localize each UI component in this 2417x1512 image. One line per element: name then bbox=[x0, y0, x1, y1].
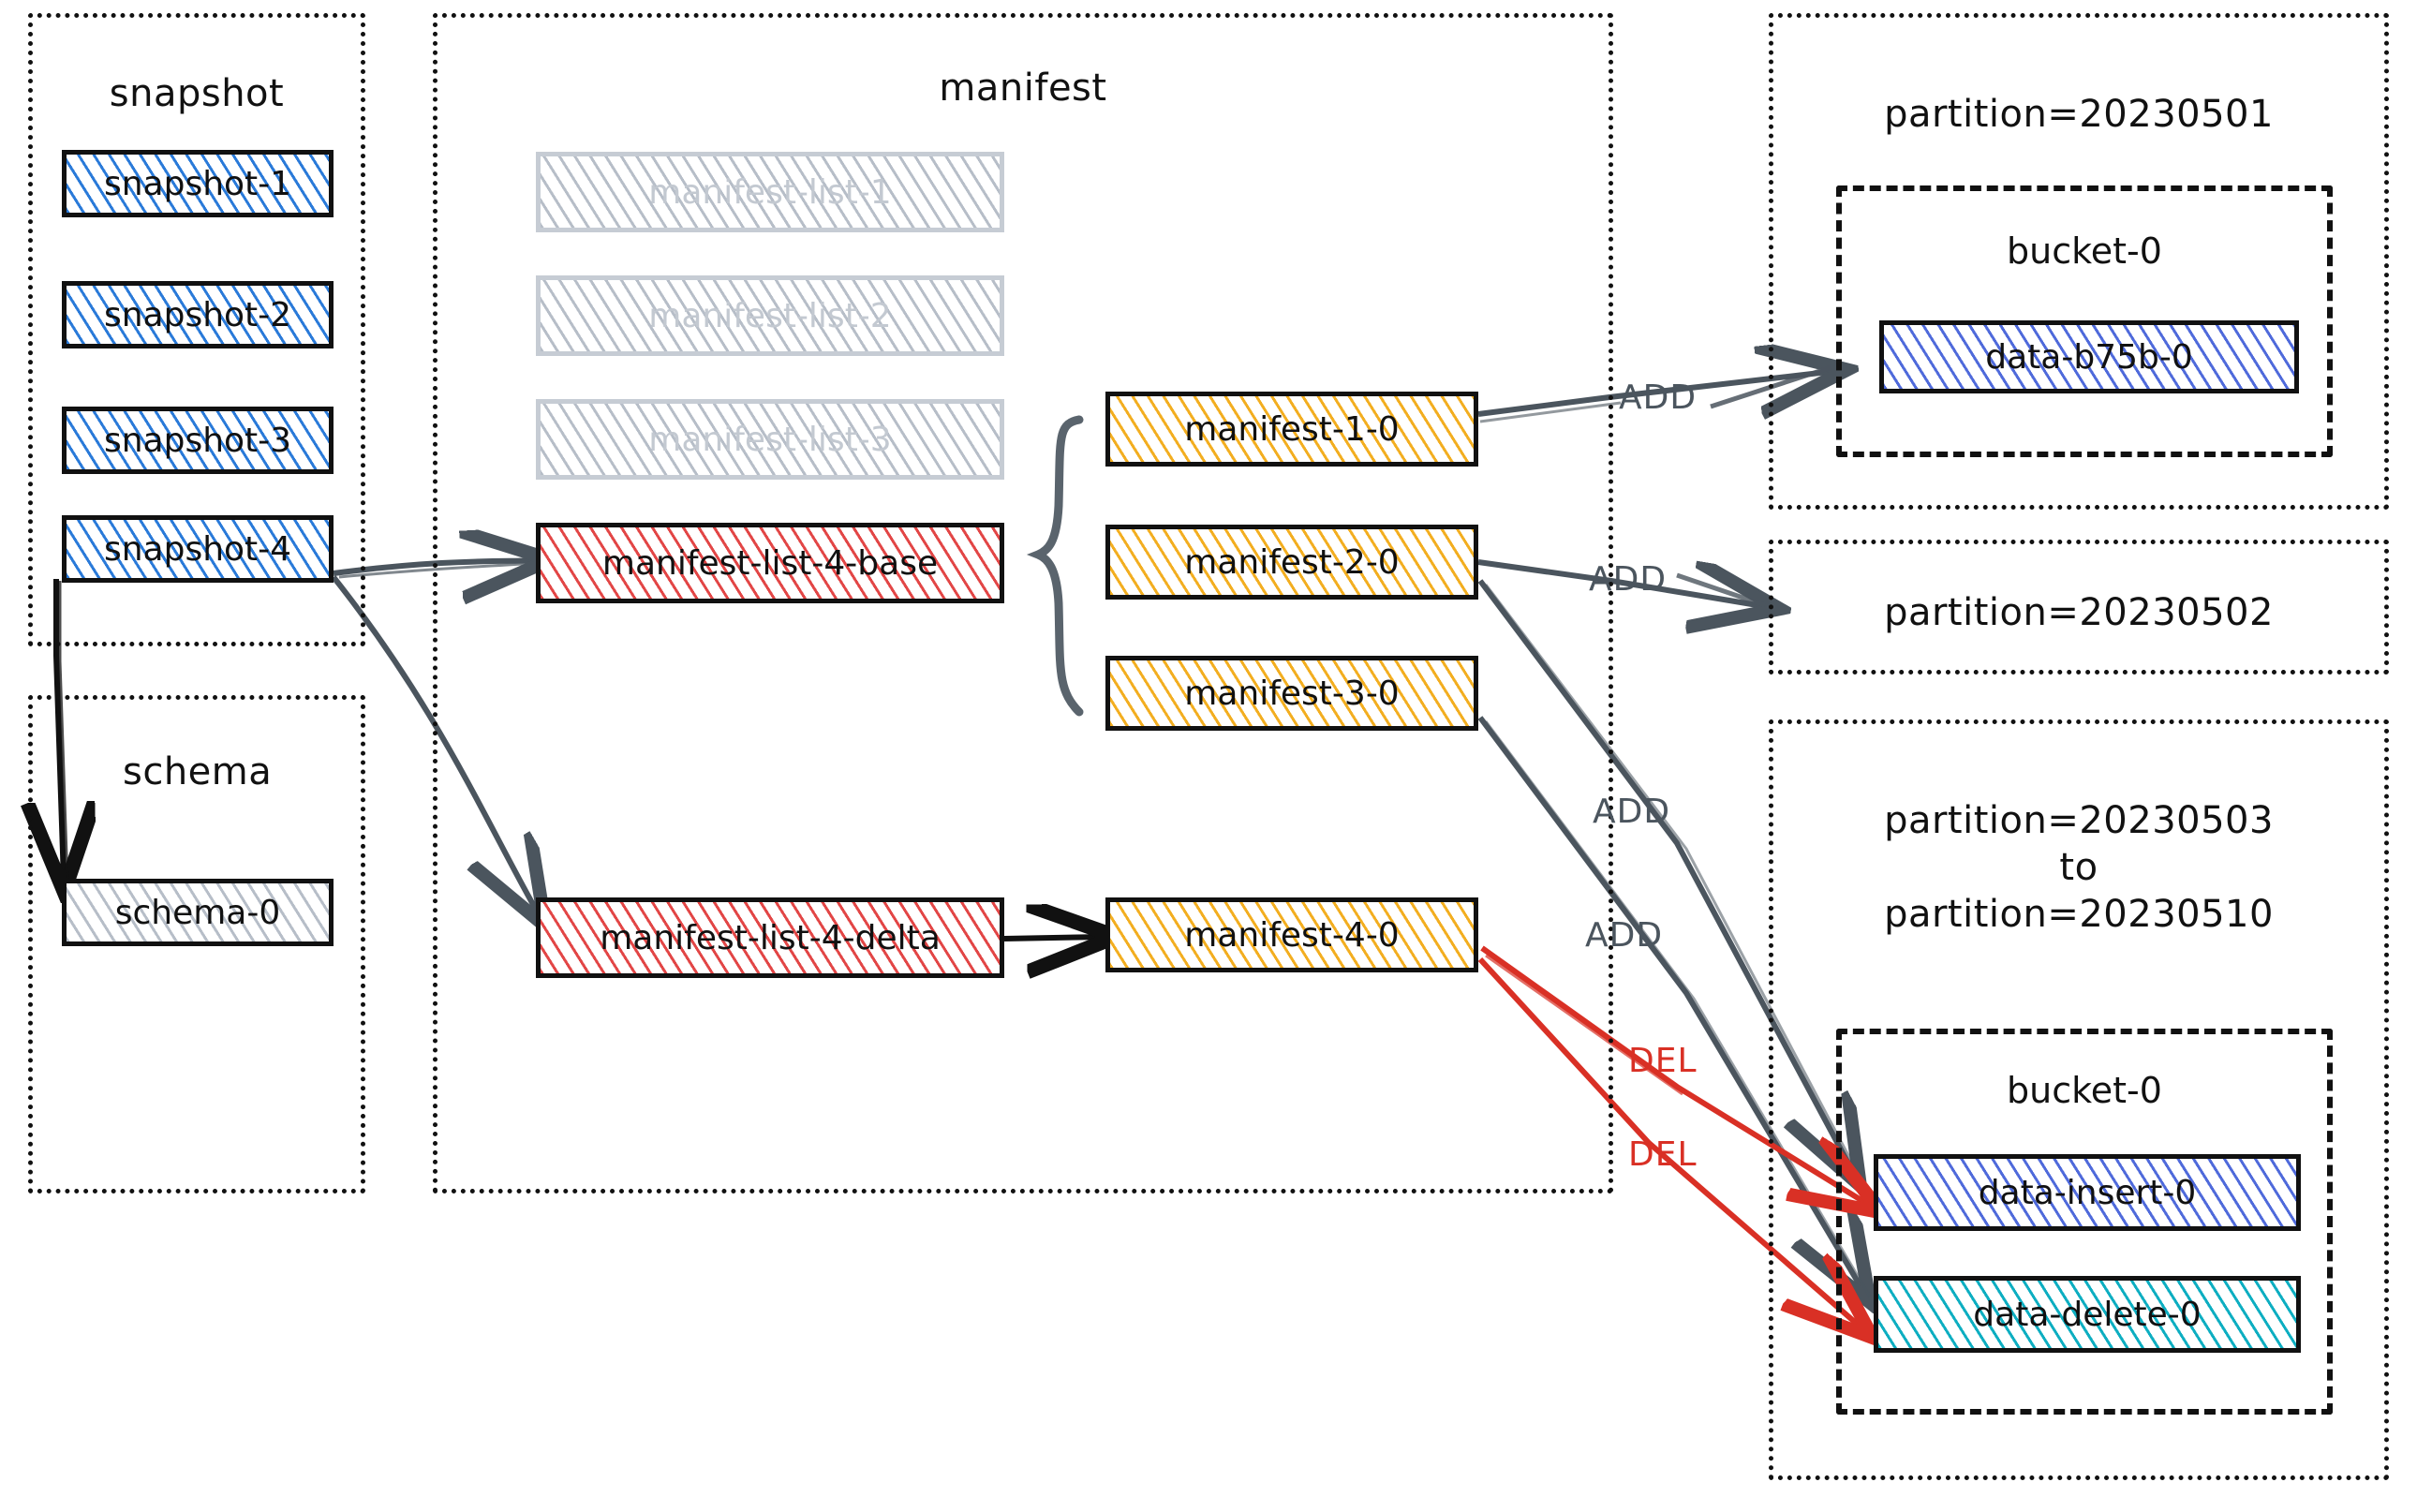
group-snapshot: snapshot bbox=[28, 13, 365, 646]
bucket-0-bottom: bucket-0 bbox=[1836, 1029, 2333, 1415]
group-partition-20230501-title: partition=20230501 bbox=[1884, 93, 2274, 136]
node-snapshot-1[interactable]: snapshot-1 bbox=[62, 150, 334, 217]
group-partition-20230503-to-20230510: partition=20230503 to partition=20230510 bbox=[1769, 719, 2389, 1480]
node-data-b75b-0[interactable]: data-b75b-0 bbox=[1879, 320, 2299, 393]
node-data-delete-0-label: data-delete-0 bbox=[1973, 1295, 2202, 1334]
node-manifest-1-0-label: manifest-1-0 bbox=[1184, 409, 1400, 449]
node-manifest-list-3[interactable]: manifest-list-3 bbox=[536, 399, 1004, 480]
node-data-insert-0-label: data-insert-0 bbox=[1978, 1173, 2197, 1212]
node-snapshot-4-label: snapshot-4 bbox=[103, 529, 292, 569]
node-snapshot-4[interactable]: snapshot-4 bbox=[62, 515, 334, 583]
node-manifest-4-0-label: manifest-4-0 bbox=[1184, 915, 1400, 955]
node-manifest-list-2-label: manifest-list-2 bbox=[648, 296, 892, 335]
node-snapshot-2-label: snapshot-2 bbox=[103, 295, 292, 334]
node-manifest-3-0-label: manifest-3-0 bbox=[1184, 674, 1400, 713]
group-manifest: manifest bbox=[433, 13, 1613, 1193]
node-data-delete-0[interactable]: data-delete-0 bbox=[1874, 1276, 2301, 1353]
group-partition-20230501: partition=20230501 bbox=[1769, 13, 2389, 510]
edge-label-add-3: ADD bbox=[1593, 793, 1671, 831]
bucket-0-top: bucket-0 bbox=[1836, 185, 2333, 457]
node-manifest-list-4-delta[interactable]: manifest-list-4-delta bbox=[536, 897, 1004, 978]
group-snapshot-title: snapshot bbox=[109, 72, 285, 115]
edge-label-del-2: DEL bbox=[1628, 1135, 1698, 1174]
node-data-insert-0[interactable]: data-insert-0 bbox=[1874, 1154, 2301, 1231]
group-schema: schema bbox=[28, 695, 365, 1193]
node-manifest-list-3-label: manifest-list-3 bbox=[648, 420, 892, 459]
edge-label-del-1: DEL bbox=[1628, 1042, 1698, 1080]
node-manifest-2-0[interactable]: manifest-2-0 bbox=[1105, 525, 1478, 600]
edge-label-add-4: ADD bbox=[1585, 916, 1664, 955]
node-manifest-list-4-delta-label: manifest-list-4-delta bbox=[600, 918, 941, 957]
node-manifest-list-1-label: manifest-list-1 bbox=[648, 172, 892, 212]
node-manifest-1-0[interactable]: manifest-1-0 bbox=[1105, 392, 1478, 467]
edge-label-add-1: ADD bbox=[1619, 378, 1698, 417]
node-data-b75b-0-label: data-b75b-0 bbox=[1985, 337, 2193, 377]
node-snapshot-3[interactable]: snapshot-3 bbox=[62, 407, 334, 474]
node-snapshot-1-label: snapshot-1 bbox=[103, 164, 292, 203]
node-manifest-list-2[interactable]: manifest-list-2 bbox=[536, 275, 1004, 356]
group-manifest-title: manifest bbox=[939, 67, 1107, 110]
node-snapshot-3-label: snapshot-3 bbox=[103, 421, 292, 460]
bucket-0-top-title: bucket-0 bbox=[2007, 230, 2162, 272]
group-partition-20230502-title: partition=20230502 bbox=[1884, 591, 2274, 634]
node-snapshot-2[interactable]: snapshot-2 bbox=[62, 281, 334, 348]
node-schema-0[interactable]: schema-0 bbox=[62, 879, 334, 946]
node-manifest-list-4-base[interactable]: manifest-list-4-base bbox=[536, 523, 1004, 603]
node-manifest-list-1[interactable]: manifest-list-1 bbox=[536, 152, 1004, 232]
group-partition-20230503-to-20230510-title: partition=20230503 to partition=20230510 bbox=[1884, 799, 2274, 936]
node-manifest-list-4-base-label: manifest-list-4-base bbox=[601, 543, 939, 583]
group-partition-20230502: partition=20230502 bbox=[1769, 540, 2389, 674]
node-manifest-3-0[interactable]: manifest-3-0 bbox=[1105, 656, 1478, 731]
node-schema-0-label: schema-0 bbox=[114, 893, 281, 932]
node-manifest-4-0[interactable]: manifest-4-0 bbox=[1105, 897, 1478, 972]
group-schema-title: schema bbox=[123, 750, 273, 793]
edge-label-add-2: ADD bbox=[1589, 560, 1668, 599]
node-manifest-2-0-label: manifest-2-0 bbox=[1184, 542, 1400, 582]
bucket-0-bottom-title: bucket-0 bbox=[2007, 1070, 2162, 1111]
